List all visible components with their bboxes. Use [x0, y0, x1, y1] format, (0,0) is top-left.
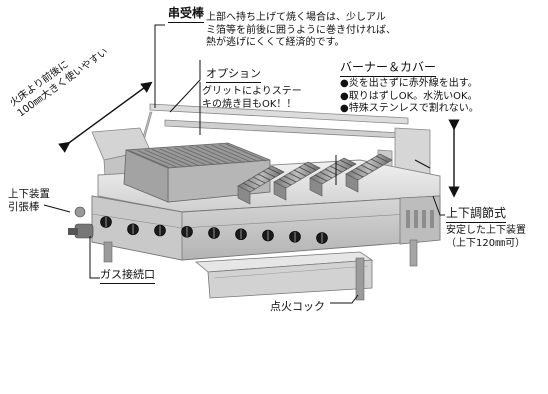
drip-tray	[194, 251, 374, 299]
griddle-ridge	[196, 145, 237, 164]
burner-cover	[273, 161, 321, 201]
leg-rear-right	[409, 239, 418, 267]
burner-slot	[370, 158, 384, 166]
griddle-ridge	[203, 145, 245, 164]
label-burner-title: バーナー＆カバー	[340, 60, 437, 77]
burner-slot	[293, 169, 307, 177]
burner-slot	[355, 167, 369, 175]
burner-slot	[278, 178, 292, 186]
leg-front-left	[103, 241, 113, 263]
label-adjust-note: 安定した上下装置 （上下120㎜可）	[446, 225, 526, 249]
burner-slot	[303, 163, 317, 171]
burner-slot	[324, 168, 338, 176]
burner-slot	[314, 174, 328, 182]
griddle-ridge	[181, 146, 222, 165]
burner-slot	[375, 155, 389, 163]
ignition-knob	[208, 227, 220, 239]
ignition-knob	[154, 224, 166, 237]
burner-slot	[283, 175, 297, 183]
burner-slot	[339, 159, 353, 167]
burner-cover-end	[345, 173, 359, 193]
burner-slot	[334, 162, 348, 170]
ignition-knob	[100, 216, 112, 228]
label-adjust-title: 上下調節式	[446, 206, 507, 223]
label-ignition-cock: 点火コック	[270, 300, 325, 313]
pull-rod-knob	[74, 206, 86, 218]
griddle-ridge	[137, 150, 178, 168]
burner-cover-end	[273, 181, 287, 201]
burner-slot	[360, 164, 374, 172]
knob-grip	[186, 226, 188, 237]
label-option-title: オプション	[206, 67, 261, 83]
burner-slot	[247, 179, 261, 187]
knob-grip	[132, 224, 134, 235]
vent-slot	[422, 210, 426, 228]
burner-slot	[257, 173, 271, 181]
burner-slot	[319, 171, 333, 179]
label-top-note: 上部へ持ち上げて焼く場合は、少しアル ミ箔等を前後に囲うように巻き付ければ、 熱…	[206, 12, 396, 48]
leader-lines	[43, 24, 445, 304]
griddle-ridge	[159, 148, 200, 167]
burner-slot	[298, 166, 312, 174]
knob-grip	[321, 233, 323, 243]
knob-grip	[294, 231, 296, 242]
burner-cover	[309, 157, 357, 197]
vent-slot	[406, 210, 410, 228]
burner-cover	[237, 165, 285, 205]
griddle-ridge	[166, 147, 208, 166]
burner-slot	[365, 161, 379, 169]
burner-slot	[267, 167, 281, 175]
burner-slot	[288, 172, 302, 180]
right-side-panel	[399, 195, 441, 245]
ignition-knob	[316, 232, 328, 244]
griddle-ridge	[151, 148, 193, 167]
ignition-knob	[289, 230, 301, 243]
griddle-ridge	[211, 144, 252, 163]
knob-grip	[159, 225, 161, 236]
griddle-ridge	[188, 146, 230, 165]
burner-slot	[262, 170, 276, 178]
label-option-note: グリットによりステー キの焼き目もOK！！	[202, 86, 302, 110]
griddle-ridge	[225, 143, 267, 162]
knob-grip	[267, 230, 269, 241]
vent-slot	[430, 210, 434, 228]
burner-cover-end	[309, 177, 323, 197]
knob-grip	[240, 229, 242, 240]
burner-cover-end	[237, 185, 251, 205]
burner-slot	[350, 170, 364, 178]
knob-grip	[213, 228, 215, 238]
label-burner-points: ●炎を出さずに赤外線を出す。 ●取りはずしOK。水洗いOK。 ●特殊ステンレスで…	[340, 78, 479, 114]
griddle-ridge	[174, 147, 215, 166]
ignition-knob	[127, 223, 139, 236]
burner-cover	[345, 153, 393, 193]
ignition-knob	[235, 228, 247, 241]
griddle-ridge	[129, 150, 171, 169]
label-gas-inlet: ガス接続口	[100, 268, 155, 284]
burner-slot	[252, 176, 266, 184]
knob-grip	[105, 217, 107, 227]
leg-front-right	[355, 257, 365, 301]
vent-slot	[414, 210, 418, 228]
griddle-ridge	[218, 144, 259, 162]
label-pull-rod: 上下装置 引張棒	[8, 188, 50, 214]
label-kushiuke: 串受棒	[168, 6, 205, 23]
depth-arrow	[58, 81, 153, 153]
griddle-ridge	[144, 149, 185, 168]
gas-inlet	[68, 223, 94, 239]
ignition-knob	[181, 225, 193, 238]
ignition-knob	[262, 229, 274, 242]
burner-slot	[242, 182, 256, 190]
